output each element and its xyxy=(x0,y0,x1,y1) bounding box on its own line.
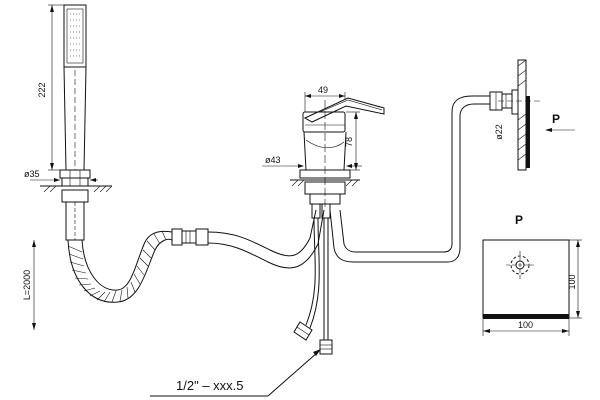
dim-plate-height: 100 xyxy=(567,239,582,319)
supply-hoses xyxy=(293,203,333,355)
plate-width-label: 100 xyxy=(518,320,533,330)
shower-height-label: 222 xyxy=(37,82,47,97)
view-arrow-label: P xyxy=(552,112,560,126)
dim-spout-length: 49 xyxy=(304,85,346,112)
plate-height-label: 100 xyxy=(567,274,577,289)
dim-body-height: 78 xyxy=(344,111,360,171)
dim-shower-height: 222 xyxy=(37,4,64,171)
dim-hose-length: L=2000 xyxy=(22,240,36,330)
connecting-pipe xyxy=(207,209,325,269)
flexible-hose xyxy=(67,228,209,303)
hose-length-label: L=2000 xyxy=(22,270,32,300)
connection-label: 1/2" – xxx.5 xyxy=(176,378,243,393)
connection-leader: 1/2" – xxx.5 xyxy=(150,349,321,397)
view-arrow: P xyxy=(545,112,575,132)
mixer-body xyxy=(290,97,385,210)
dim-plate-width: 100 xyxy=(482,319,570,336)
wall-diameter-label: ø22 xyxy=(494,124,504,140)
hand-shower xyxy=(40,4,113,241)
dim-body-diameter: ø43 xyxy=(262,155,362,168)
shower-diameter-label: ø35 xyxy=(24,169,40,179)
wall-connector xyxy=(489,59,540,171)
wall-pipe xyxy=(329,95,490,263)
body-diameter-label: ø43 xyxy=(265,155,281,165)
body-height-label: 78 xyxy=(344,137,354,147)
dim-shower-diameter: ø35 xyxy=(24,169,98,182)
view-p-plate: P xyxy=(482,213,570,319)
spout-length-label: 49 xyxy=(318,85,328,95)
dim-wall-diameter: ø22 xyxy=(494,92,504,140)
shower-nozzles xyxy=(70,13,80,57)
view-title: P xyxy=(515,213,523,227)
hose-spiral xyxy=(67,230,167,303)
